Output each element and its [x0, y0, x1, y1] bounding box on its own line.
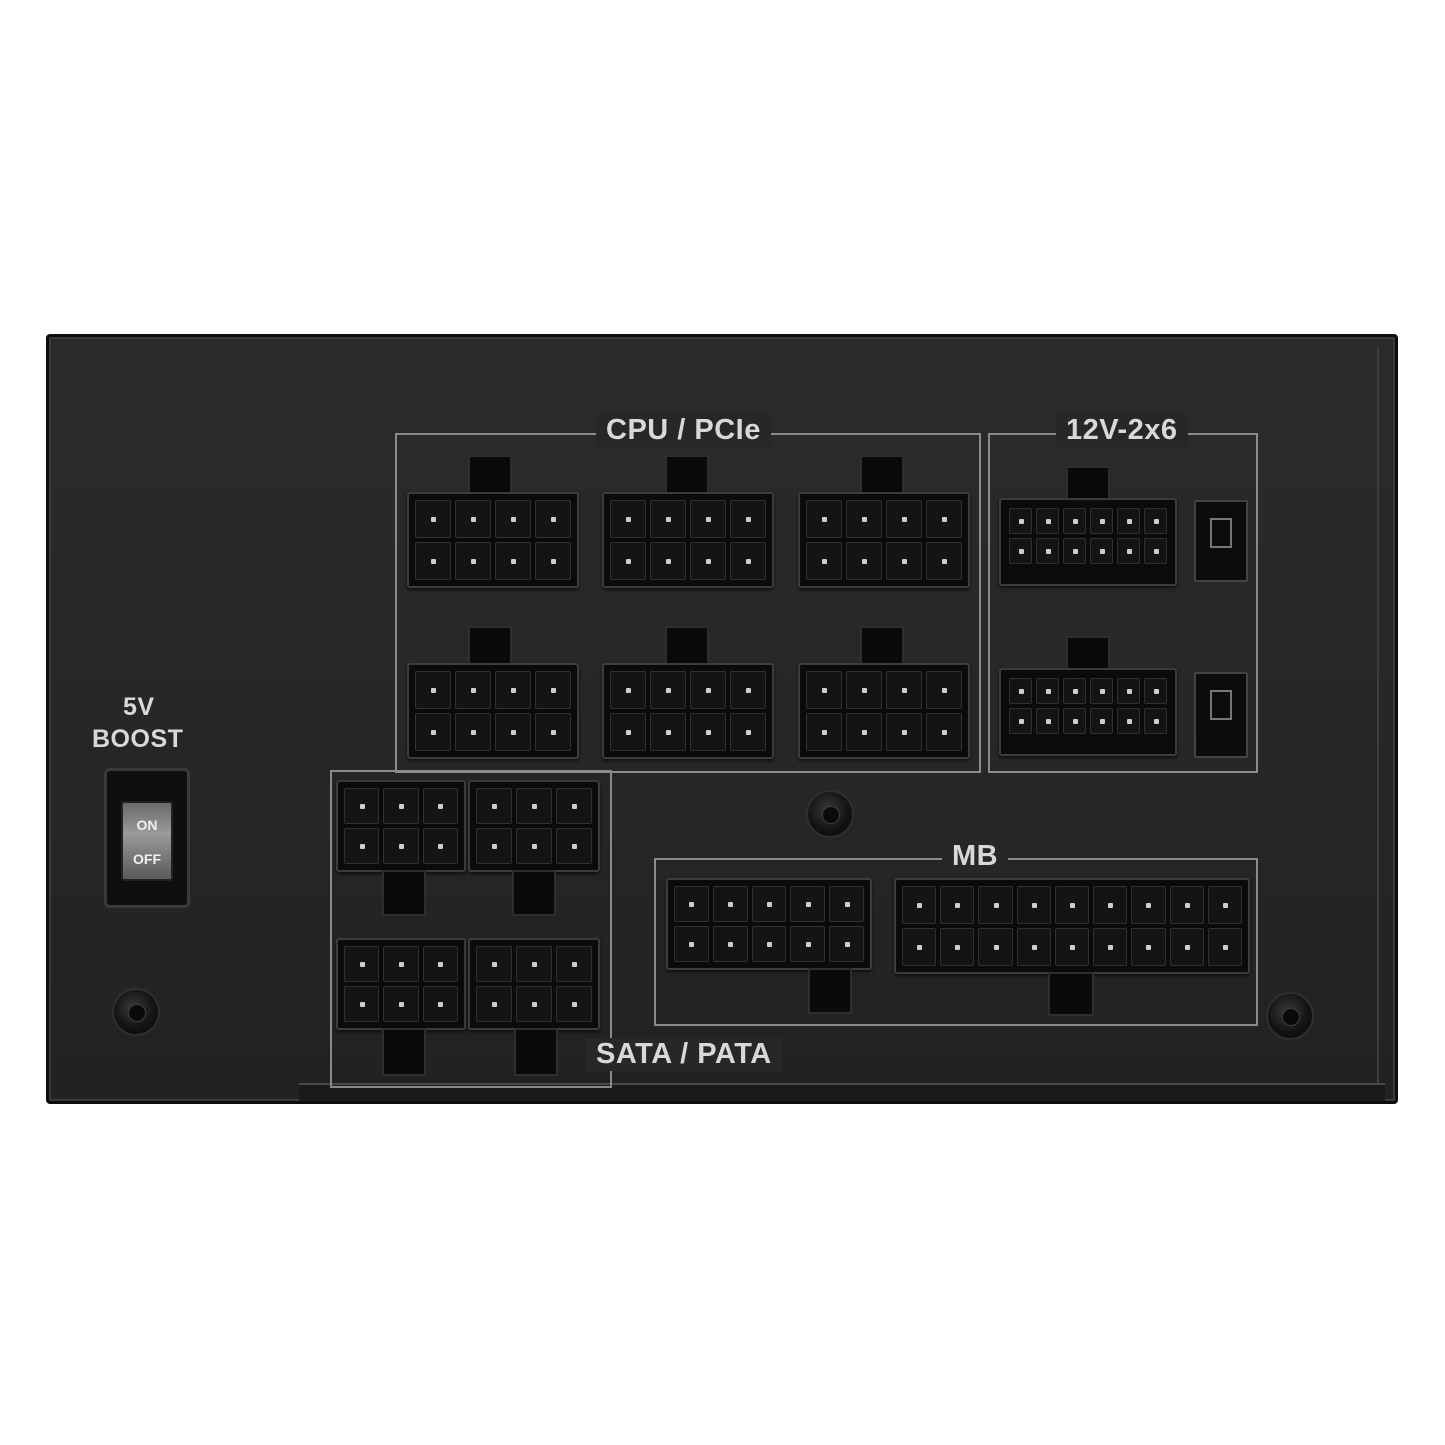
sata-pata-connector-1[interactable]	[336, 780, 466, 872]
mounting-screw-left	[112, 988, 160, 1036]
cpu-pcie-5-latch	[665, 626, 709, 666]
high-power-connector-2[interactable]	[999, 668, 1177, 756]
cpu-pcie-1-latch	[468, 455, 512, 495]
cpu-pcie-connector-3[interactable]	[798, 492, 970, 588]
high-power-sense-connector-1[interactable]	[1194, 500, 1248, 582]
sata-pata-2-latch	[512, 870, 556, 916]
sata-pata-1-latch	[382, 870, 426, 916]
high-power-label: 12V-2x6	[1056, 414, 1188, 447]
cpu-pcie-4-latch	[468, 626, 512, 666]
cpu-pcie-label: CPU / PCIe	[596, 414, 771, 447]
boost-switch-housing: ON OFF	[104, 768, 190, 908]
cpu-pcie-3-latch	[860, 455, 904, 495]
sata-pata-frame	[330, 770, 612, 1088]
sata-pata-label: SATA / PATA	[586, 1038, 782, 1071]
sata-pata-3-latch	[382, 1028, 426, 1076]
mb-18pin-latch	[1048, 972, 1094, 1016]
sata-pata-connector-3[interactable]	[336, 938, 466, 1030]
boost-label-text: BOOST	[92, 725, 184, 753]
sata-pata-4-latch	[514, 1028, 558, 1076]
cpu-pcie-6-latch	[860, 626, 904, 666]
mb-10pin-latch	[808, 968, 852, 1014]
cpu-pcie-connector-4[interactable]	[407, 663, 579, 759]
high-power-sense-connector-2[interactable]	[1194, 672, 1248, 758]
cpu-pcie-connector-5[interactable]	[602, 663, 774, 759]
mb-connector-10pin[interactable]	[666, 878, 872, 970]
cpu-pcie-connector-1[interactable]	[407, 492, 579, 588]
high-power-2-latch	[1066, 636, 1110, 672]
mounting-screw-center	[806, 790, 854, 838]
switch-off-label: OFF	[133, 851, 161, 867]
cpu-pcie-connector-2[interactable]	[602, 492, 774, 588]
sata-pata-connector-2[interactable]	[468, 780, 600, 872]
sata-pata-connector-4[interactable]	[468, 938, 600, 1030]
high-power-1-latch	[1066, 466, 1110, 502]
boost-rocker-switch[interactable]: ON OFF	[121, 801, 173, 881]
switch-on-label: ON	[136, 817, 158, 833]
mounting-screw-right	[1266, 992, 1314, 1040]
mb-label: MB	[942, 840, 1009, 873]
cpu-pcie-connector-6[interactable]	[798, 663, 970, 759]
cpu-pcie-2-latch	[665, 455, 709, 495]
high-power-connector-1[interactable]	[999, 498, 1177, 586]
boost-label-5v: 5V	[123, 693, 155, 721]
panel-right-rim	[1377, 347, 1389, 1091]
mb-connector-18pin[interactable]	[894, 878, 1250, 974]
